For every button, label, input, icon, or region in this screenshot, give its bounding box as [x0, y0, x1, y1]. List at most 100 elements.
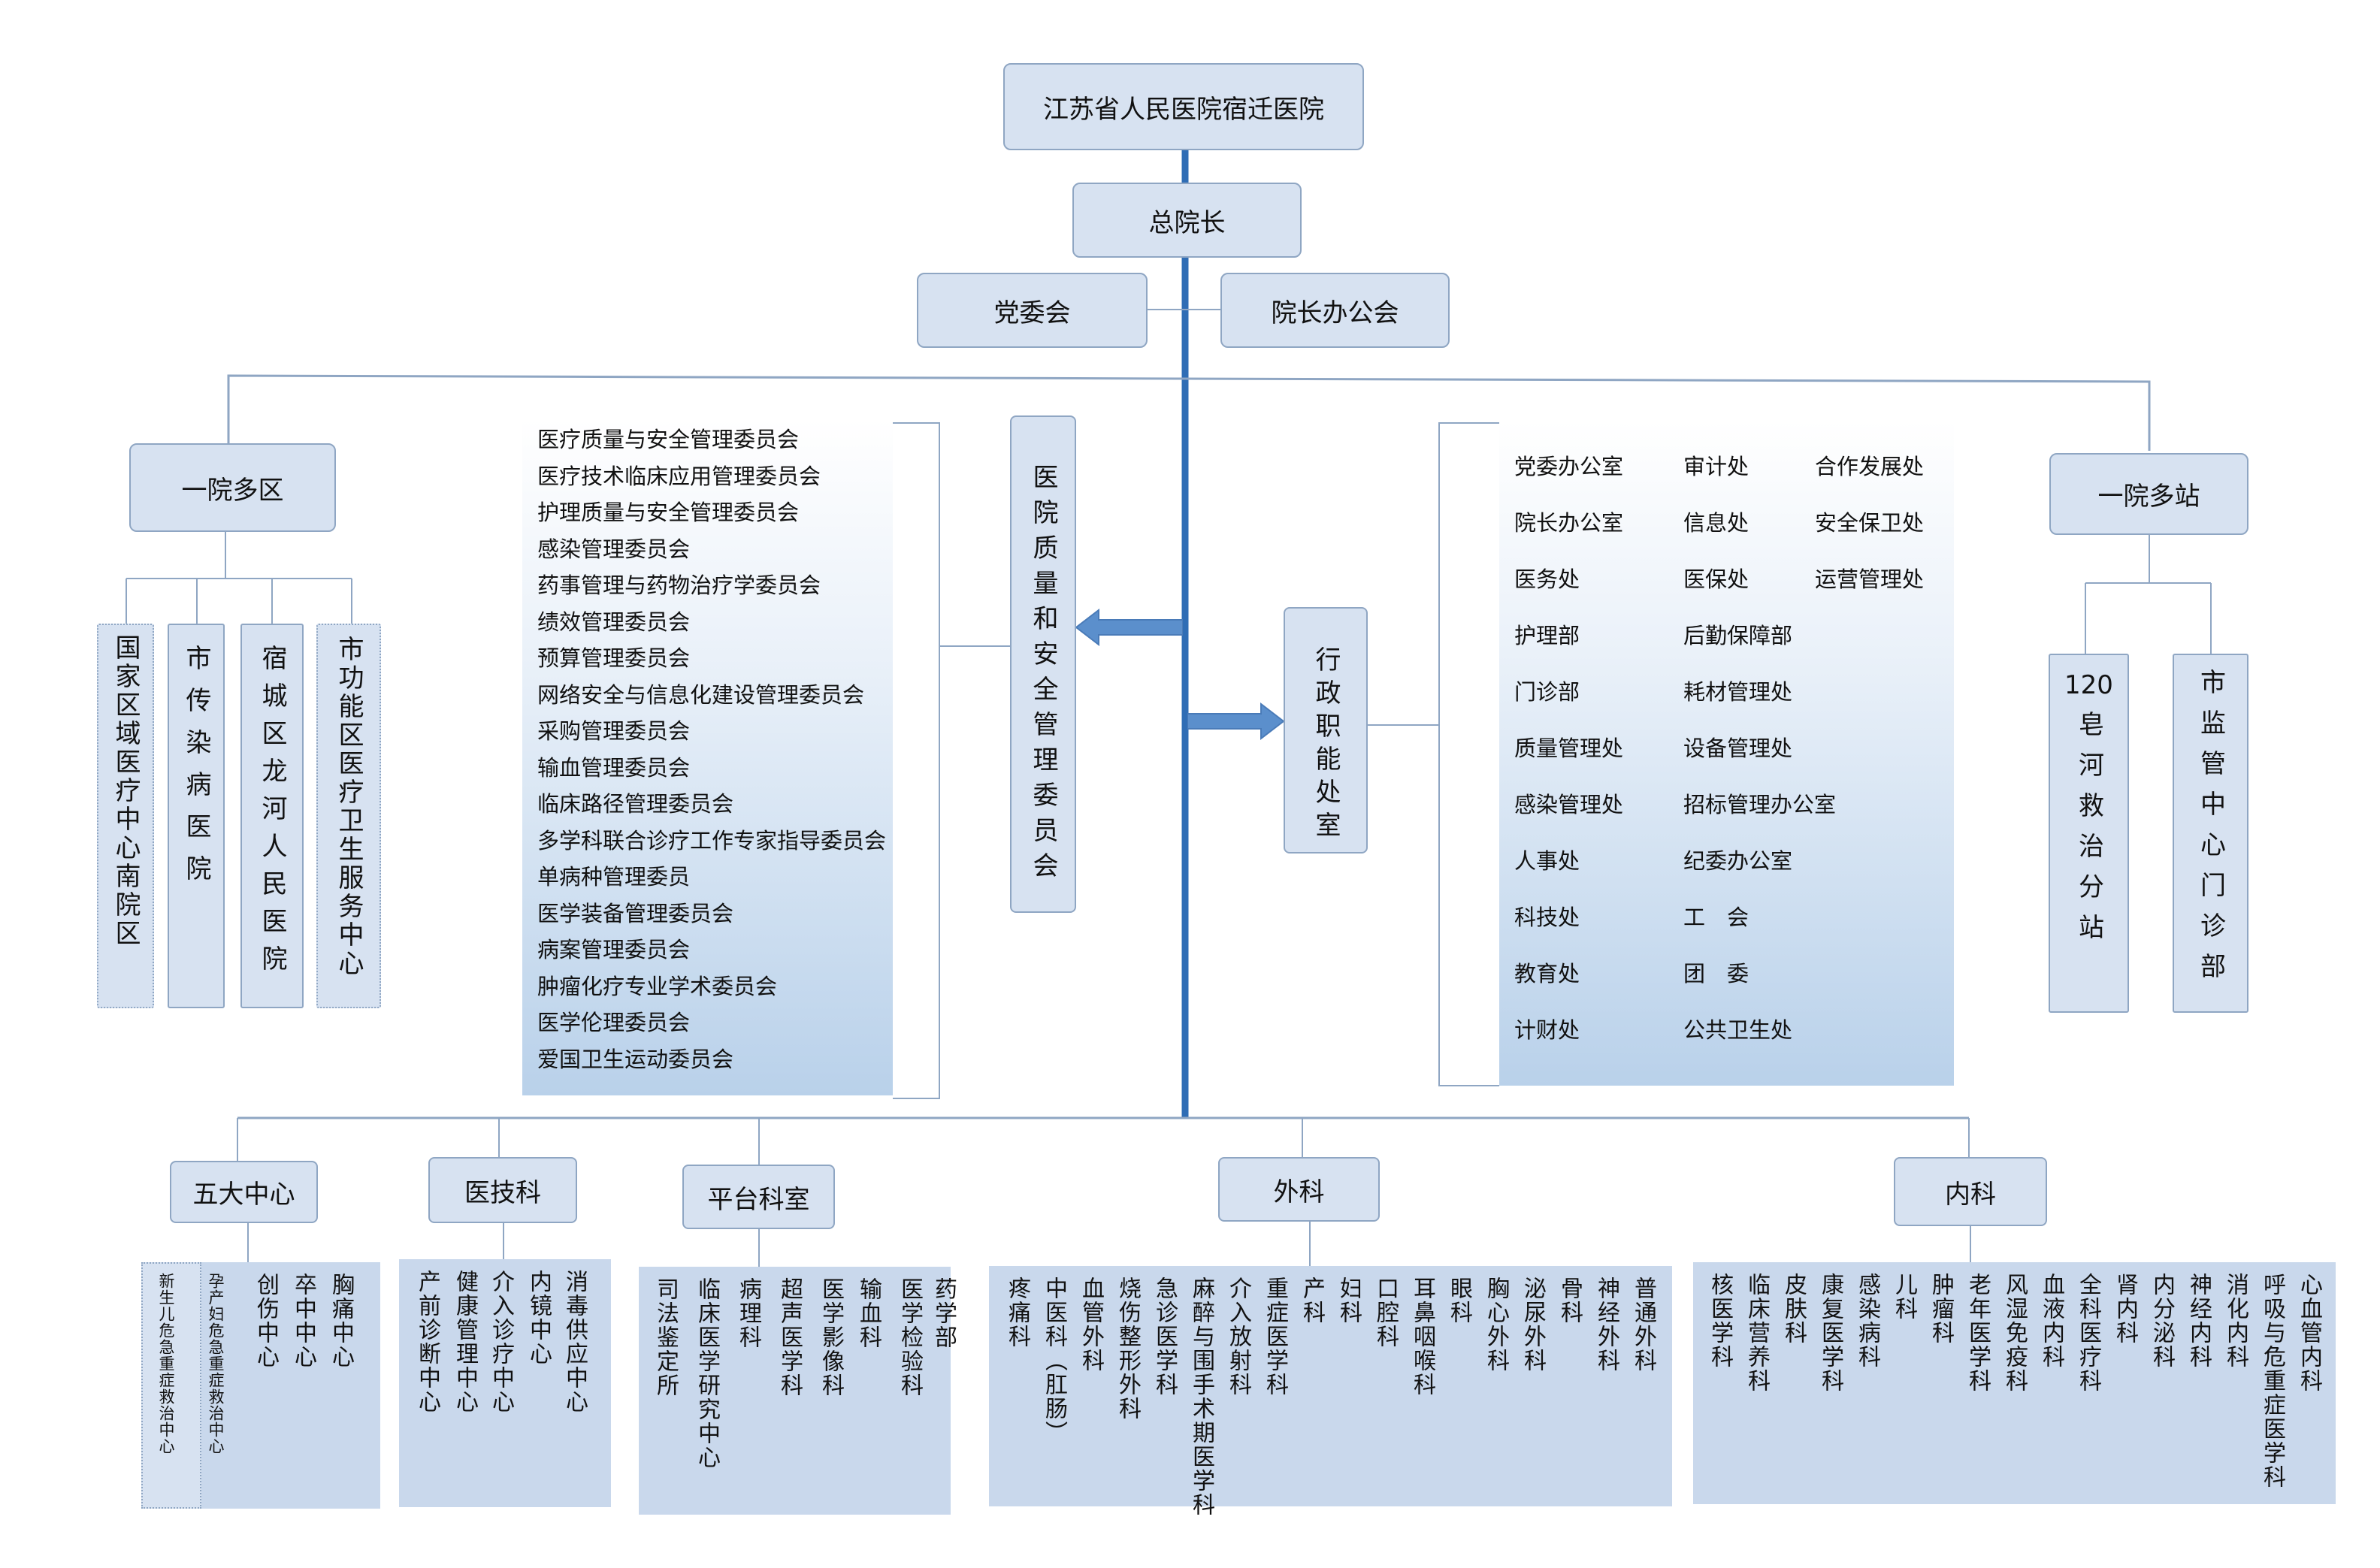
department-column: 介入放射科	[1225, 1276, 1251, 1397]
station-zaohe-number: 120	[2064, 670, 2113, 700]
panel-internal-medicine: 核医学科临床营养科皮肤科康复医学科感染病科儿科肿瘤科老年医学科风湿免疫科血液内科…	[1693, 1262, 2336, 1504]
admin-department-item: 公共卫生处	[1683, 1017, 1793, 1043]
department-column: 全科医疗科	[2075, 1273, 2101, 1393]
quality-committee-box: 医院质量和安全管理委员会	[1010, 415, 1076, 913]
department-column: 健康管理中心	[452, 1270, 478, 1414]
department-column: 麻醉与围手术期医学科	[1188, 1276, 1214, 1517]
department-column: 妇科	[1335, 1276, 1362, 1325]
department-column: 口腔科	[1372, 1276, 1399, 1349]
department-column: 普通外科	[1630, 1276, 1656, 1373]
department-column: 超声医学科	[776, 1277, 803, 1397]
department-column: 泌尿外科	[1520, 1276, 1546, 1373]
department-column: 呼吸与危重症医学科	[2259, 1273, 2285, 1489]
admin-department-item: 合作发展处	[1815, 454, 1925, 479]
committee-item: 感染管理委员会	[537, 536, 691, 562]
admin-department-item: 耗材管理处	[1683, 679, 1793, 705]
group-surgery-title: 外科	[1273, 1177, 1325, 1207]
committee-item: 临床路径管理委员会	[537, 791, 734, 817]
panel-platform: 司法鉴定所临床医学研究中心病理科超声医学科医学影像科输血科医学检验科药学部	[639, 1267, 957, 1515]
admin-department-item: 院长办公室	[1514, 510, 1624, 536]
group-surgery: 外科	[1218, 1157, 1380, 1222]
admin-department-item: 工 会	[1683, 905, 1749, 930]
branch-infectious-hospital: 市传染病医院	[168, 624, 225, 1008]
committee-item: 多学科联合诊疗工作专家指导委员会	[537, 827, 887, 853]
admin-department-item: 门诊部	[1514, 679, 1580, 705]
admin-department-item: 党委办公室	[1514, 454, 1624, 479]
department-column: 消毒供应中心	[561, 1270, 588, 1414]
multi-station-box: 一院多站	[2049, 453, 2248, 535]
branch-function-zone: 市功能区医疗卫生服务中心	[316, 624, 381, 1008]
station-supervision: 市监管中心门诊部	[2173, 654, 2248, 1013]
president-office-meeting-label: 院长办公会	[1271, 298, 1399, 328]
admin-department-item: 运营管理处	[1815, 566, 1925, 592]
department-column: 耳鼻咽喉科	[1409, 1276, 1435, 1397]
president-office-meeting-box: 院长办公会	[1220, 273, 1450, 348]
committee-list-panel: 医疗质量与安全管理委员会医疗技术临床应用管理委员会护理质量与安全管理委员会感染管…	[522, 419, 893, 1095]
admin-department-item: 医务处	[1514, 566, 1580, 592]
station-supervision-label: 市监管中心门诊部	[2195, 669, 2226, 993]
committee-item: 采购管理委员会	[537, 718, 691, 744]
left-arrow-icon	[1076, 609, 1183, 646]
admin-department-item: 计财处	[1514, 1017, 1580, 1043]
department-column: 产科	[1299, 1276, 1325, 1325]
committee-item: 爱国卫生运动委员会	[537, 1046, 734, 1072]
admin-department-item: 感染管理处	[1514, 792, 1624, 817]
committee-item: 医学装备管理委员会	[537, 900, 734, 926]
branch-longhe-hospital-label: 宿城区龙河人民医院	[257, 645, 287, 983]
department-column: 血管外科	[1078, 1276, 1104, 1373]
admin-department-item: 护理部	[1514, 623, 1580, 648]
committee-item: 药事管理与药物治疗学委员会	[537, 573, 821, 598]
group-platform: 平台科室	[682, 1165, 835, 1229]
department-column: 胸心外科	[1483, 1276, 1509, 1373]
admin-department-item: 招标管理办公室	[1683, 792, 1837, 817]
department-column: 血液内科	[2038, 1273, 2064, 1369]
department-column: 内分泌科	[2149, 1273, 2175, 1369]
branch-infectious-hospital-label: 市传染病医院	[181, 645, 211, 897]
department-column: 内镜中心	[525, 1270, 552, 1366]
department-column: 产前诊断中心	[414, 1270, 440, 1414]
group-internal-medicine-title: 内科	[1945, 1179, 1996, 1210]
department-column: 急诊医学科	[1151, 1276, 1178, 1397]
department-column: 中医科（肛肠）	[1041, 1276, 1067, 1445]
committee-item: 肿瘤化疗专业学术委员会	[537, 973, 778, 999]
admin-department-title: 行政职能处室	[1311, 646, 1341, 844]
hospital-title-box: 江苏省人民医院宿迁医院	[1003, 63, 1364, 150]
admin-department-item: 审计处	[1683, 454, 1749, 479]
committee-item: 护理质量与安全管理委员会	[537, 500, 800, 525]
department-column: 临床营养科	[1743, 1273, 1770, 1393]
branch-longhe-hospital: 宿城区龙河人民医院	[240, 624, 304, 1008]
department-column: 病理科	[735, 1277, 761, 1349]
department-column: 儿科	[1891, 1273, 1917, 1321]
department-column: 肿瘤科	[1928, 1273, 1954, 1345]
department-column: 介入诊疗中心	[488, 1270, 514, 1414]
department-column: 药学部	[930, 1277, 957, 1349]
panel-medical-tech: 产前诊断中心健康管理中心介入诊疗中心内镜中心消毒供应中心	[399, 1259, 611, 1507]
department-column: 感染病科	[1854, 1273, 1880, 1369]
president-label: 总院长	[1148, 207, 1226, 238]
admin-department-item: 教育处	[1514, 961, 1580, 986]
committee-item: 医疗质量与安全管理委员会	[537, 427, 800, 452]
branch-south-campus: 国家区域医疗中心南院区	[97, 624, 154, 1008]
department-column: 肾内科	[2112, 1273, 2138, 1345]
admin-department-box: 行政职能处室	[1284, 607, 1368, 853]
party-committee-box: 党委会	[917, 273, 1148, 348]
department-column: 消化内科	[2222, 1273, 2248, 1369]
admin-department-item: 科技处	[1514, 905, 1580, 930]
group-medical-tech: 医技科	[428, 1157, 577, 1223]
admin-department-item: 人事处	[1514, 848, 1580, 874]
multi-district-box: 一院多区	[129, 443, 336, 532]
panel-five-centers: 新生儿危急重症救治中心孕产妇危急重症救治中心创伤中心卒中中心胸痛中心	[141, 1262, 380, 1509]
department-column: 神经外科	[1593, 1276, 1619, 1373]
admin-department-item: 团 委	[1683, 961, 1749, 986]
admin-department-item: 信息处	[1683, 510, 1749, 536]
department-column: 胸痛中心	[328, 1273, 354, 1369]
committee-item: 输血管理委员会	[537, 754, 691, 781]
department-column: 老年医学科	[1964, 1273, 1991, 1393]
multi-station-title: 一院多站	[2097, 482, 2200, 512]
department-column: 新生儿危急重症救治中心	[157, 1273, 175, 1455]
quality-committee-title: 医院质量和安全管理委员会	[1028, 464, 1058, 887]
committee-item: 网络安全与信息化建设管理委员会	[537, 681, 865, 708]
upper-branch-line	[227, 374, 2151, 451]
